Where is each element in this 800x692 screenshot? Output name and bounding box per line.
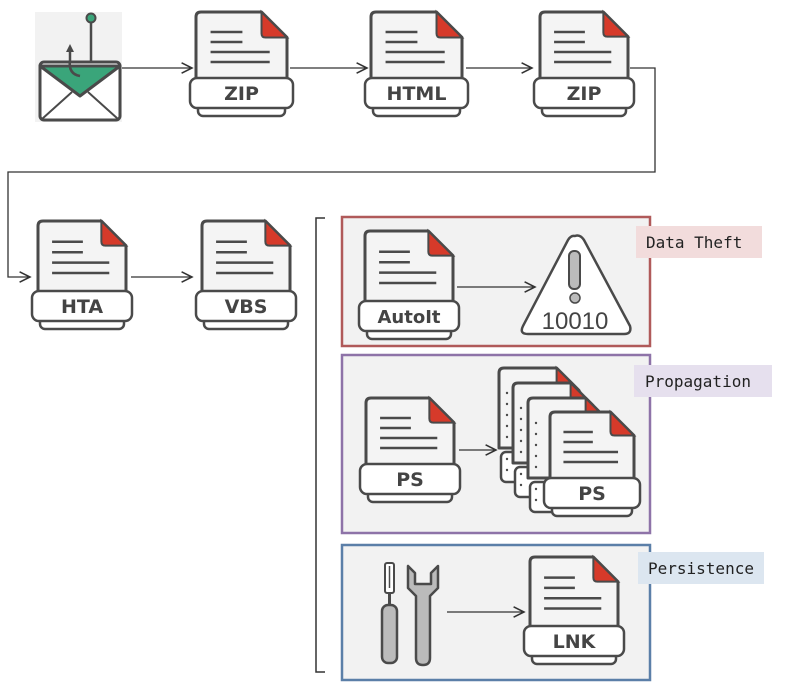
propagated-powershell-icon-label: PS [578,483,606,505]
propagated-powershell-icon: PS [542,409,642,518]
propagation-title: Propagation [645,372,751,391]
vbs-file-icon: VBS [194,218,298,331]
html-file-icon: HTML [363,9,470,118]
propagation-tag: Propagation [634,365,772,397]
data-theft-tag: Data Theft [636,226,762,258]
zip-file-icon-label: ZIP [224,83,259,105]
data-exfiltration-warning-icon: 10010 [520,234,632,336]
binary-data-text: 10010 [542,308,609,335]
vbs-file-icon-label: VBS [225,296,268,318]
lnk-shortcut-icon: LNK [522,554,626,666]
zip-file-icon-2-label: ZIP [567,83,602,105]
hta-file-icon-label: HTA [61,296,103,318]
autoit-script-icon-label: AutoIt [377,307,440,328]
zip-file-icon-2: ZIP [532,9,636,118]
html-file-icon-label: HTML [387,83,447,105]
data-theft-title: Data Theft [646,233,742,252]
autoit-script-icon: AutoIt [357,228,461,341]
lnk-shortcut-icon-label: LNK [553,631,597,653]
persistence-tag: Persistence [638,552,764,584]
phishing-email-icon [35,12,122,122]
powershell-script-icon: PS [358,395,462,504]
group-bracket [315,217,325,673]
zip-file-icon: ZIP [188,9,295,118]
hta-file-icon: HTA [30,218,134,331]
persistence-title: Persistence [648,559,754,578]
tools-icon [380,562,440,667]
arrow-zip-hta [7,67,656,277]
powershell-script-icon-label: PS [396,469,424,491]
